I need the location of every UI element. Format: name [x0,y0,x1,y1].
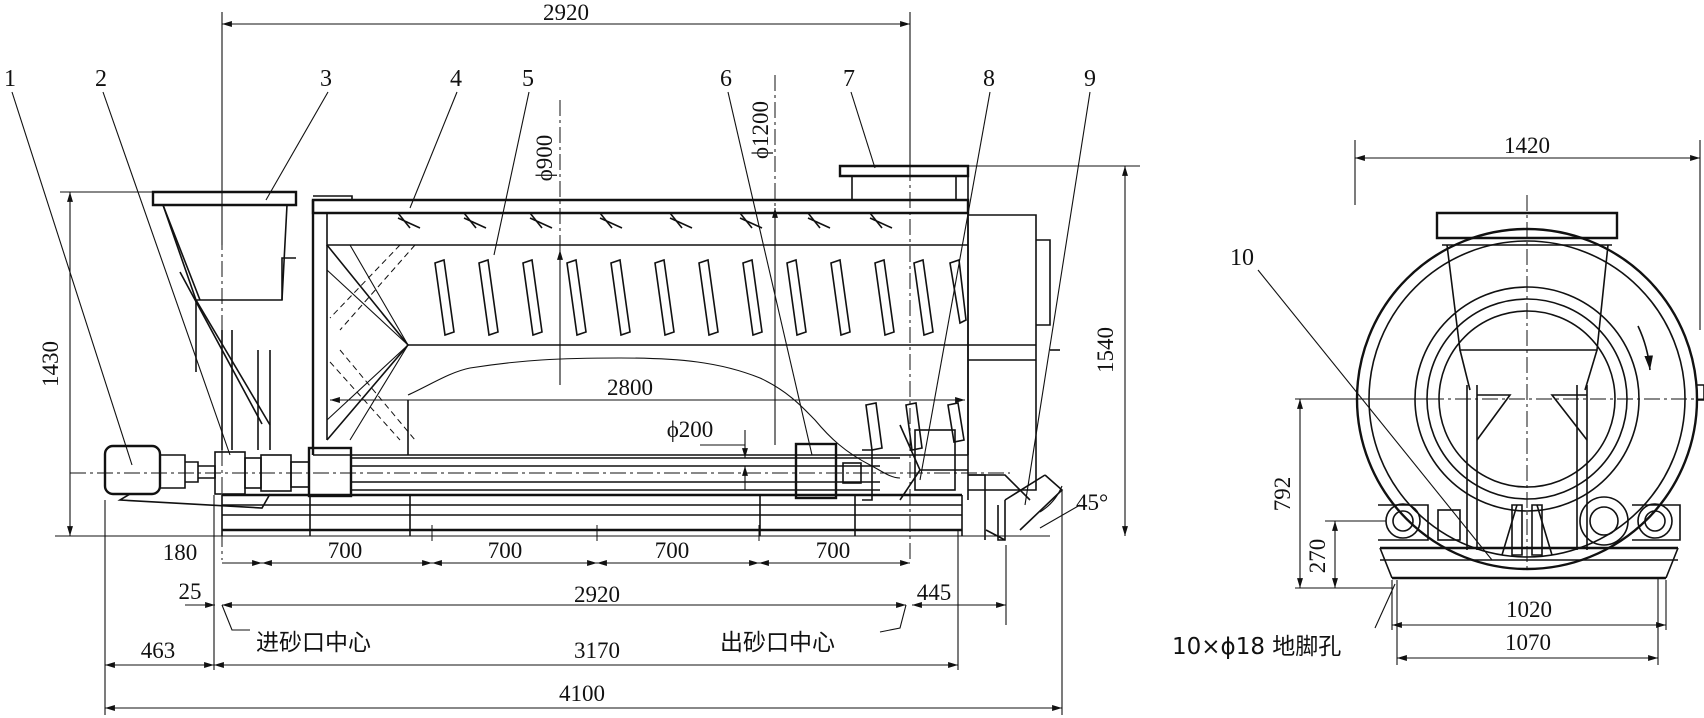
dim-text-1070: 1070 [1505,630,1551,655]
outlet-housing [838,30,1064,560]
reference-lines [55,75,1140,560]
dim-text-180: 180 [163,540,198,565]
dim-row-4100: 4100 [105,490,1063,715]
dim-angle-45: 45° [1039,485,1108,529]
top-flights [397,212,893,229]
part-label-10: 10 [1230,245,1254,271]
dim-width-1420: 1420 [1354,133,1701,330]
dim-row-2920: 25 2920 445 [179,545,1007,625]
dim-dia-1200: ϕ1200 [748,101,778,445]
dim-text-dia1200: ϕ1200 [748,101,773,159]
dim-row-3170: 463 3170 进砂口中心 出砂口中心 [104,495,959,715]
dim-width-1020: 1020 [1391,580,1667,630]
part-label-6: 6 [720,66,732,92]
dim-text-700-b: 700 [488,538,523,563]
part-label-1: 1 [4,66,16,92]
dim-width-1070: 1070 [1396,578,1659,665]
side-supports [1320,195,1704,570]
dim-text-270: 270 [1305,539,1330,574]
dim-text-463: 463 [141,638,176,663]
label-inlet-center: 进砂口中心 [256,630,371,656]
side-base [1379,546,1679,580]
label-anchor-holes: 10×ϕ18 地脚孔 [1172,634,1341,660]
dim-text-700-a: 700 [328,538,363,563]
part-label-10-group: 10 [1230,245,1493,561]
part-label-2: 2 [95,66,107,92]
dim-text-1430: 1430 [38,341,63,387]
dim-text-4100: 4100 [559,681,605,706]
part-label-8: 8 [983,66,995,92]
part-label-5: 5 [522,66,534,92]
dim-text-2920-mid: 2920 [574,582,620,607]
dim-height-792: 792 [1270,398,1430,589]
dim-pipe-200: ϕ200 [667,417,748,490]
drum-shell [311,195,970,479]
dim-text-1540: 1540 [1093,327,1118,373]
dim-text-2800: 2800 [607,375,653,400]
dim-segments-row: 180 700 700 700 700 [163,538,910,566]
part-label-3: 3 [320,66,332,92]
side-view: 1420 [1172,133,1704,665]
dim-height-270: 270 [1305,520,1386,588]
part-label-7: 7 [843,66,855,92]
dim-text-445: 445 [917,580,952,605]
dim-height-1430: 1430 [38,192,73,536]
anchor-holes-note: 10×ϕ18 地脚孔 [1172,583,1396,660]
side-wheels [1378,496,1681,546]
front-view: 2920 [4,0,1140,715]
base-frame [221,493,963,536]
dim-dia-900: ϕ900 [532,135,563,385]
dim-text-25: 25 [179,579,202,604]
part-labels: 1 2 3 4 5 6 7 8 9 [4,66,1096,506]
dim-text-1420: 1420 [1504,133,1550,158]
dim-inner-2800: 2800 [330,375,965,403]
part-label-4: 4 [450,66,462,92]
dim-height-1540: 1540 [1093,166,1128,536]
dim-text-dia900: ϕ900 [532,135,557,182]
inlet-hopper [151,190,298,450]
dim-text-700-d: 700 [816,538,851,563]
dim-top-2920: 2920 [221,0,911,245]
dim-text-dia200: ϕ200 [667,417,714,442]
dim-text-3170: 3170 [574,638,620,663]
dim-text-45: 45° [1076,490,1108,515]
dim-text-792: 792 [1270,477,1295,512]
drive-assembly [70,442,1010,509]
dim-text-1020: 1020 [1506,597,1552,622]
dim-text-700-c: 700 [655,538,690,563]
label-outlet-center: 出砂口中心 [720,630,835,656]
part-label-9: 9 [1084,66,1096,92]
dim-text-top-2920: 2920 [543,0,589,25]
